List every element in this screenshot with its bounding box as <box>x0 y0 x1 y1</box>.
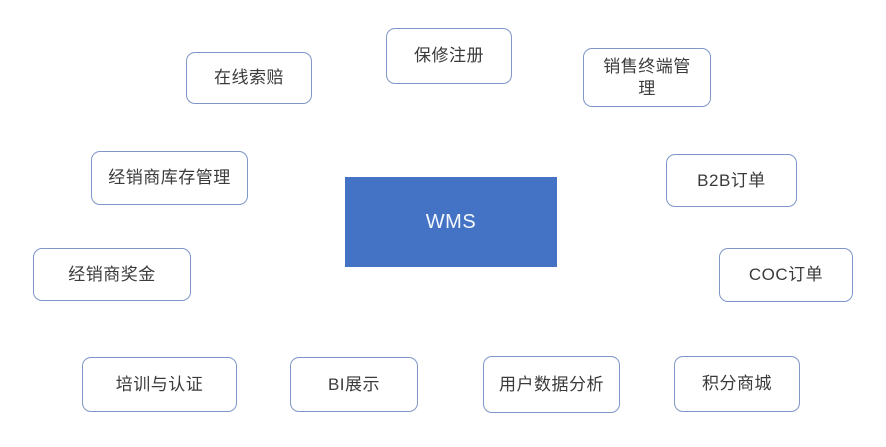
node-label: 经销商库存管理 <box>108 168 231 188</box>
node-user-data-analysis: 用户数据分析 <box>483 356 620 413</box>
node-label: 积分商城 <box>702 374 772 394</box>
node-label: 培训与认证 <box>115 374 204 394</box>
node-wms-center: WMS <box>345 177 557 267</box>
node-dealer-bonus: 经销商奖金 <box>33 248 191 301</box>
node-label: 用户数据分析 <box>499 374 604 394</box>
node-bi-display: BI展示 <box>290 357 418 412</box>
node-label: 在线索赔 <box>214 68 284 88</box>
node-label: COC订单 <box>748 265 824 285</box>
node-pos-management: 销售终端管理 <box>583 48 711 107</box>
node-online-claims: 在线索赔 <box>186 52 312 104</box>
center-label: WMS <box>425 210 477 233</box>
node-training-certification: 培训与认证 <box>82 357 237 412</box>
node-b2b-orders: B2B订单 <box>666 154 797 207</box>
node-label: 保修注册 <box>414 46 484 66</box>
node-label: B2B订单 <box>697 170 766 190</box>
node-label: 经销商奖金 <box>68 264 156 284</box>
node-dealer-inventory: 经销商库存管理 <box>91 151 248 205</box>
node-label: 销售终端管理 <box>603 57 691 98</box>
node-warranty-registration: 保修注册 <box>386 28 512 84</box>
node-label: BI展示 <box>327 374 381 394</box>
node-coc-orders: COC订单 <box>719 248 853 302</box>
node-points-mall: 积分商城 <box>674 356 800 412</box>
